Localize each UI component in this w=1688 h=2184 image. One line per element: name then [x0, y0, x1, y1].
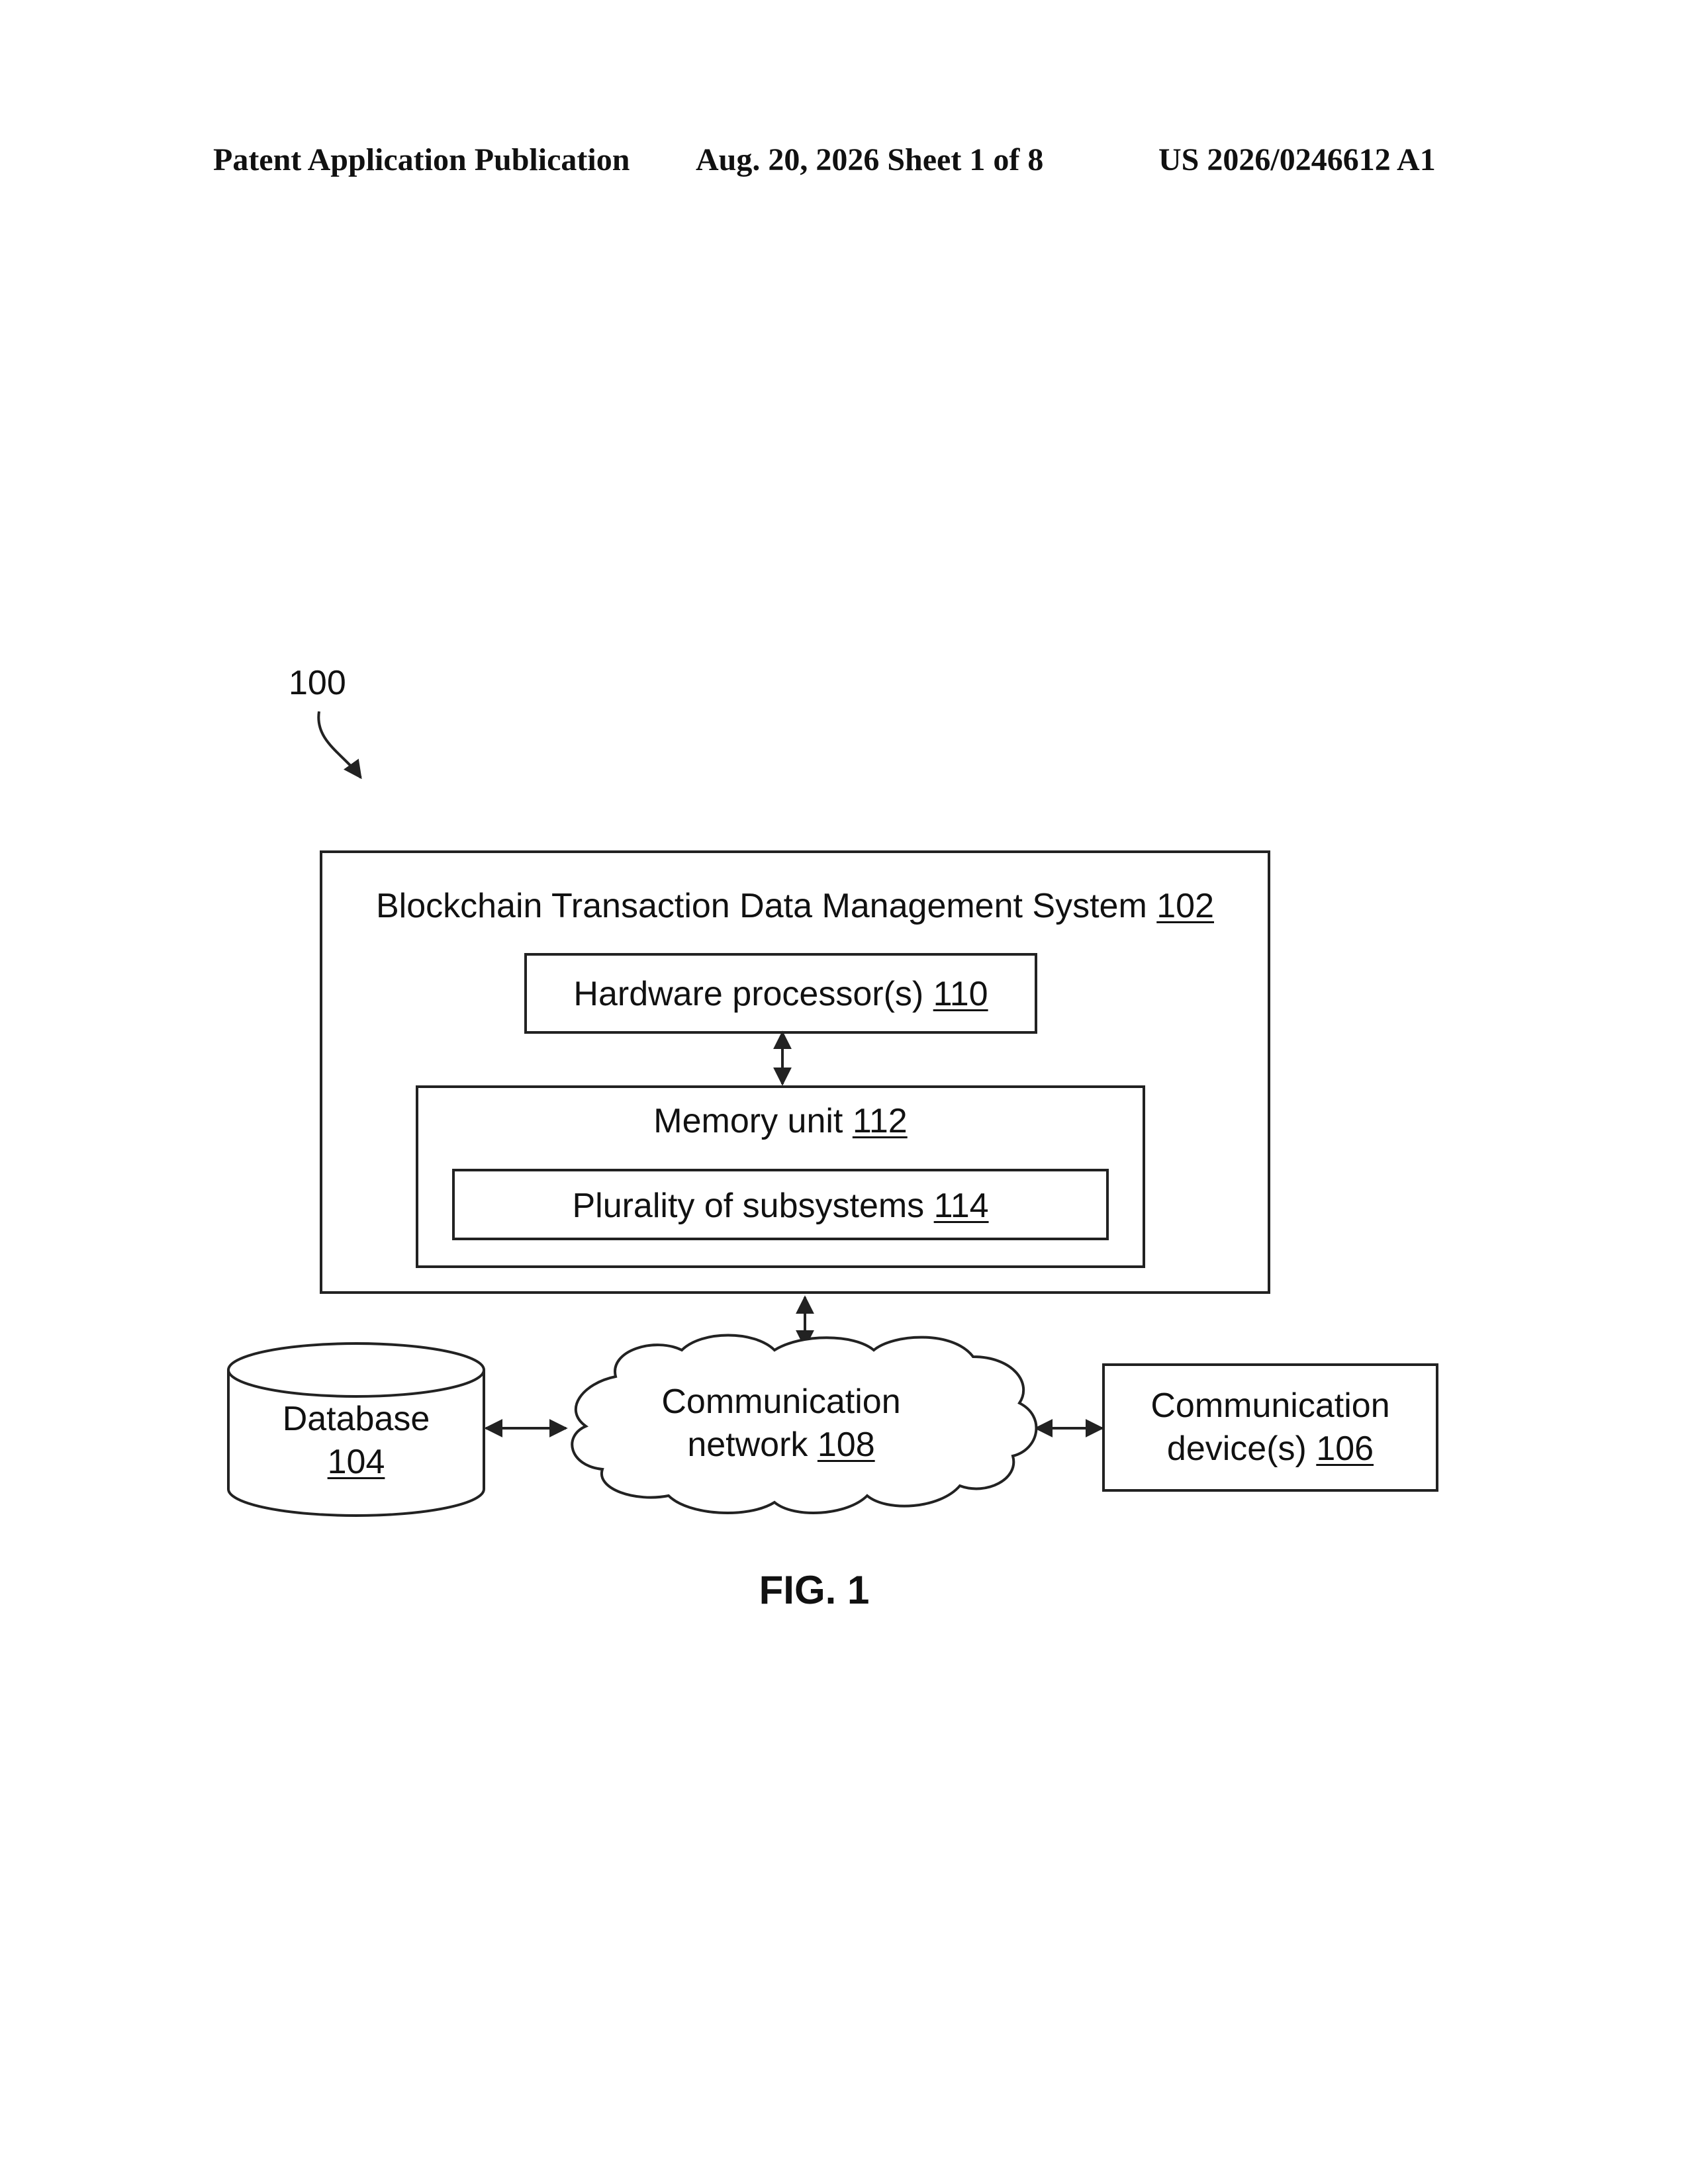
- figure-reference-numeral: 100: [289, 663, 346, 703]
- device-label: Communication device(s) 106: [1105, 1385, 1436, 1471]
- memory-label: Memory unit 112: [418, 1100, 1143, 1143]
- subsystems-label-text: Plurality of subsystems: [572, 1187, 924, 1225]
- device-box: Communication device(s) 106: [1102, 1363, 1438, 1492]
- processor-box: Hardware processor(s) 110: [524, 953, 1037, 1034]
- network-label-line1: Communication: [616, 1381, 947, 1424]
- system-ref: 102: [1156, 887, 1214, 925]
- subsystems-label: Plurality of subsystems 114: [455, 1185, 1106, 1228]
- network-label-line2: network: [687, 1426, 808, 1464]
- device-label-line2: device(s): [1167, 1430, 1307, 1468]
- database-ref: 104: [228, 1441, 484, 1484]
- subsystems-box: Plurality of subsystems 114: [452, 1169, 1109, 1240]
- network-label: Communication network 108: [616, 1381, 947, 1467]
- processor-label: Hardware processor(s) 110: [527, 973, 1035, 1016]
- device-label-line1: Communication: [1105, 1385, 1436, 1428]
- database-label: Database 104: [228, 1398, 484, 1484]
- system-label: Blockchain Transaction Data Management S…: [322, 885, 1268, 928]
- system-label-text: Blockchain Transaction Data Management S…: [376, 887, 1147, 925]
- processor-label-text: Hardware processor(s): [573, 975, 923, 1013]
- memory-label-text: Memory unit: [653, 1102, 843, 1140]
- memory-ref: 112: [853, 1102, 908, 1140]
- figure-ref-pointer: [318, 711, 361, 778]
- device-ref: 106: [1316, 1430, 1374, 1468]
- subsystems-ref: 114: [934, 1187, 989, 1225]
- database-label-text: Database: [228, 1398, 484, 1441]
- processor-ref: 110: [933, 975, 988, 1013]
- figure-caption: FIG. 1: [688, 1567, 940, 1613]
- network-ref: 108: [818, 1426, 875, 1464]
